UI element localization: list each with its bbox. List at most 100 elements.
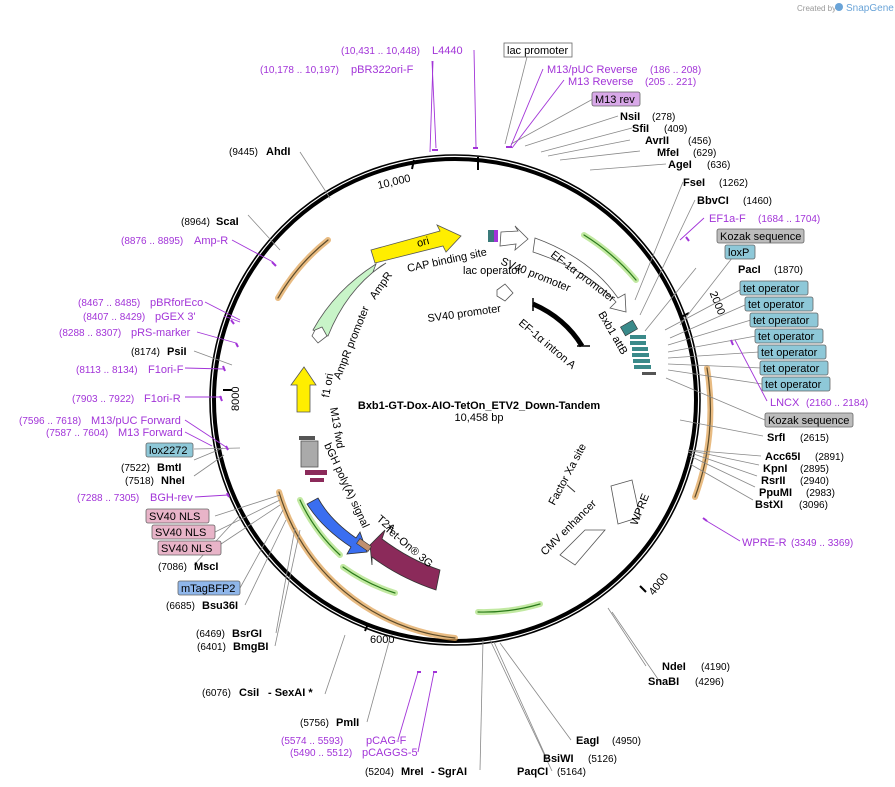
enzyme-sfii[interactable]: SfiI (409) <box>632 123 687 135</box>
ori-feature[interactable]: ori <box>370 224 462 264</box>
enzyme-nsii[interactable]: NsiI (278) <box>620 111 675 123</box>
svg-text:- SgrAI: - SgrAI <box>431 766 467 778</box>
snapgene-logo: SnapGene <box>835 3 894 14</box>
box-tet-operator-7[interactable]: tet operator <box>761 376 831 392</box>
plasmid-length: 10,458 bp <box>455 412 504 424</box>
box-tet-operator-2[interactable]: tet operator <box>744 296 814 312</box>
box-mtagbfp2[interactable]: mTagBFP2 <box>177 580 241 596</box>
svg-text:L4440: L4440 <box>432 45 463 57</box>
enzyme-bstxi[interactable]: BstXI (3096) <box>755 499 828 511</box>
enzyme-eagi[interactable]: EagI (4950) <box>576 735 641 747</box>
svg-text:tet operator: tet operator <box>765 379 822 391</box>
enzyme-agei[interactable]: AgeI (636) <box>668 159 730 171</box>
enzyme-ahdi[interactable]: (9445) AhdI <box>229 146 290 158</box>
enzyme-pmli[interactable]: (5756) PmlI <box>300 717 359 729</box>
svg-text:(5756): (5756) <box>300 718 329 729</box>
primer-pgex3[interactable]: (8407 .. 8429) pGEX 3' <box>83 311 196 323</box>
enzyme-srfi[interactable]: SrfI (2615) <box>767 432 829 444</box>
tet-on-3g-feature[interactable]: Tet-On® 3G <box>369 523 441 591</box>
enzyme-paqci[interactable]: PaqCI (5164) <box>517 766 586 778</box>
tet-on-feature[interactable] <box>306 497 368 555</box>
primer-wpre-r[interactable]: WPRE-R (3349 .. 3369) <box>742 537 853 549</box>
enzyme-bsu36i[interactable]: (6685) Bsu36I <box>166 600 238 612</box>
svg-text:NdeI: NdeI <box>662 661 686 673</box>
box-tet-operator-4[interactable]: tet operator <box>754 328 824 344</box>
enzyme-ndei[interactable]: NdeI (4190) <box>662 661 730 673</box>
enzyme-fsei[interactable]: FseI (1262) <box>683 177 748 189</box>
enzyme-paci[interactable]: PacI (1870) <box>738 264 803 276</box>
svg-text:ScaI: ScaI <box>216 216 239 228</box>
enzyme-msci[interactable]: (7086) MscI <box>158 561 218 573</box>
primer-bgh-rev[interactable]: (7288 .. 7305) BGH-rev <box>77 492 193 504</box>
box-kozak-2[interactable]: Kozak sequence <box>764 412 854 428</box>
primer-m13puc-forward[interactable]: (7596 .. 7618) M13/pUC Forward <box>19 415 181 427</box>
svg-text:SV40 NLS: SV40 NLS <box>155 527 206 539</box>
enzyme-snabi[interactable]: SnaBI (4296) <box>648 676 724 688</box>
primer-ef1a-f[interactable]: EF1a-F (1684 .. 1704) <box>709 213 820 225</box>
svg-text:(278): (278) <box>652 112 675 123</box>
primer-pbr322ori-f[interactable]: (10,178 .. 10,197) pBR322ori-F <box>260 64 414 76</box>
svg-text:Kozak sequence: Kozak sequence <box>720 231 801 243</box>
svg-text:NsiI: NsiI <box>620 111 640 123</box>
svg-text:(7596 .. 7618): (7596 .. 7618) <box>19 416 81 427</box>
enzyme-rsrii[interactable]: RsrII (2940) <box>761 475 829 487</box>
primer-m13-reverse[interactable]: M13 Reverse (205 .. 221) <box>568 76 696 88</box>
svg-text:SV40 NLS: SV40 NLS <box>161 543 212 555</box>
enzyme-bsrgi[interactable]: (6469) BsrGI <box>196 628 262 640</box>
primer-m13puc-reverse[interactable]: M13/pUC Reverse (186 .. 208) <box>547 64 701 76</box>
primer-lncx[interactable]: LNCX (2160 .. 2184) <box>770 397 868 409</box>
f1-ori-feature[interactable]: f1 ori <box>290 366 336 413</box>
enzyme-avrii[interactable]: AvrII (456) <box>645 135 711 147</box>
box-tet-operator-5[interactable]: tet operator <box>757 344 827 360</box>
svg-text:AvrII: AvrII <box>645 135 669 147</box>
enzyme-kpni[interactable]: KpnI (2895) <box>763 463 829 475</box>
box-m13-rev[interactable]: M13 rev <box>591 91 641 107</box>
primer-amp-r[interactable]: (8876 .. 8895) Amp-R <box>121 235 228 247</box>
enzyme-ppumi[interactable]: PpuMI (2983) <box>759 487 835 499</box>
box-sv40-nls-2[interactable]: SV40 NLS <box>151 524 216 540</box>
enzyme-bsiwi[interactable]: BsiWI (5126) <box>543 753 617 765</box>
svg-text:(1684 .. 1704): (1684 .. 1704) <box>758 214 820 225</box>
enzyme-mrei[interactable]: (5204) MreI - SgrAI <box>365 766 467 778</box>
svg-text:(5164): (5164) <box>557 767 586 778</box>
enzyme-csii[interactable]: (6076) CsiI - SexAI * <box>202 687 313 699</box>
leader-lines <box>193 56 766 772</box>
primer-f1ori-f[interactable]: (8113 .. 8134) F1ori-F <box>76 364 184 376</box>
enzyme-bmti[interactable]: (7522) BmtI <box>121 462 181 474</box>
box-lox2272[interactable]: lox2272 <box>145 442 194 458</box>
enzyme-scai[interactable]: (8964) ScaI <box>181 216 239 228</box>
box-loxp[interactable]: loxP <box>724 244 756 260</box>
svg-text:(8467 .. 8485): (8467 .. 8485) <box>78 298 140 309</box>
svg-text:pGEX 3': pGEX 3' <box>155 311 196 323</box>
primer-pbrforeco[interactable]: (8467 .. 8485) pBRforEco <box>78 297 203 309</box>
box-sv40-nls-3[interactable]: SV40 NLS <box>157 540 222 556</box>
svg-text:PsiI: PsiI <box>167 346 187 358</box>
svg-text:Amp-R: Amp-R <box>194 235 228 247</box>
box-sv40-nls-1[interactable]: SV40 NLS <box>145 508 210 524</box>
enzyme-bmgbi[interactable]: (6401) BmgBI <box>197 641 268 653</box>
svg-text:PmlI: PmlI <box>336 717 359 729</box>
ruler-label-6000: 6000 <box>370 634 394 646</box>
svg-text:FseI: FseI <box>683 177 705 189</box>
box-kozak-1[interactable]: Kozak sequence <box>716 228 805 244</box>
enzyme-mfei[interactable]: MfeI (629) <box>657 147 716 159</box>
primer-pcag-f[interactable]: (5574 .. 5593) pCAG-F <box>281 735 407 747</box>
primer-prs-marker[interactable]: (8288 .. 8307) pRS-marker <box>59 327 191 339</box>
box-tet-operator-6[interactable]: tet operator <box>759 360 829 376</box>
primer-m13-forward[interactable]: (7587 .. 7604) M13 Forward <box>46 427 183 439</box>
primer-pcaggs-5[interactable]: (5490 .. 5512) pCAGGS-5 <box>290 747 418 759</box>
box-lac-promoter[interactable]: lac promoter <box>503 42 573 58</box>
box-tet-operator-1[interactable]: tet operator <box>739 280 809 296</box>
box-tet-operator-3[interactable]: tet operator <box>749 312 819 328</box>
svg-text:(6685): (6685) <box>166 601 195 612</box>
enzyme-bbvci[interactable]: BbvCI (1460) <box>697 195 772 207</box>
lac-operator-label: lac operator <box>463 265 521 277</box>
enzyme-psii[interactable]: (8174) PsiI <box>131 346 187 358</box>
enzyme-acc65i[interactable]: Acc65I (2891) <box>765 451 844 463</box>
primer-f1ori-r[interactable]: (7903 .. 7922) F1ori-R <box>72 393 181 405</box>
svg-text:(2891): (2891) <box>815 452 844 463</box>
primer-l4440[interactable]: (10,431 .. 10,448) L4440 <box>341 45 463 57</box>
svg-text:BGH-rev: BGH-rev <box>150 492 193 504</box>
enzyme-nhei[interactable]: (7518) NheI <box>125 475 185 487</box>
